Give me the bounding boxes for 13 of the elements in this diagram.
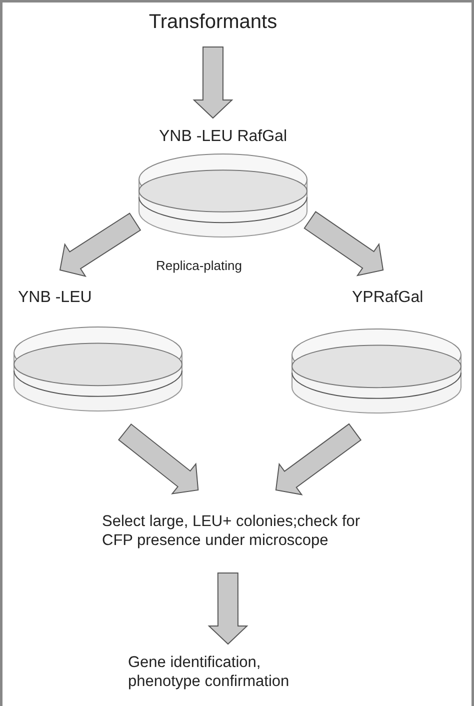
medium-label: YPRafGal: [352, 288, 424, 308]
medium-label: YNB -LEU: [18, 288, 92, 308]
block-arrow: [208, 572, 248, 645]
block-arrow: [192, 46, 234, 119]
block-arrow: [304, 211, 384, 276]
step-caption: Replica-plating: [156, 258, 242, 274]
block-arrow: [59, 212, 142, 278]
step-label: Select large, LEU+ colonies;check for CFP presence under microscope: [102, 512, 362, 551]
step-label: Transformants: [148, 10, 278, 35]
medium-label: YNB -LEU RafGal: [158, 127, 288, 147]
step-label: Gene identification, phenotype confirmation: [128, 653, 290, 692]
block-arrow: [118, 423, 199, 494]
block-arrow: [275, 423, 362, 496]
